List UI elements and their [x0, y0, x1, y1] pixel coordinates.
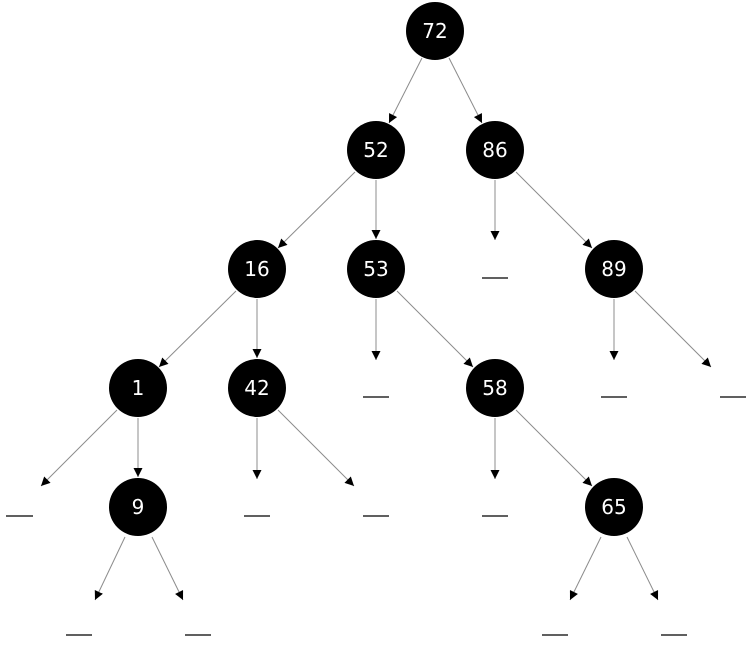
node-label: 89: [601, 257, 626, 281]
edges: [40, 57, 712, 601]
edge-1-null: [40, 409, 118, 487]
tree-node: 1: [109, 359, 167, 417]
tree-node: 53: [347, 240, 405, 298]
edge-9-null-left: [94, 536, 126, 601]
edge-89-null-right: [634, 290, 712, 368]
null-leaves: [6, 277, 746, 636]
node-label: 53: [363, 257, 388, 281]
edge-72-86: [448, 57, 483, 124]
tree-node: 42: [228, 359, 286, 417]
node-label: 16: [244, 257, 269, 281]
node-label: 65: [601, 495, 626, 519]
edge-16-1: [158, 290, 237, 368]
node-label: 58: [482, 376, 507, 400]
node-label: 86: [482, 138, 507, 162]
edge-58-65: [515, 409, 593, 487]
tree-node: 89: [585, 240, 643, 298]
edge-65-null-left: [569, 536, 602, 601]
tree-node: 65: [585, 478, 643, 536]
edge-9-null-right: [151, 536, 184, 601]
edge-53-58: [396, 290, 474, 368]
edge-65-null-right: [626, 536, 659, 601]
tree-node: 52: [347, 121, 405, 179]
tree-node: 58: [466, 359, 524, 417]
tree-node: 86: [466, 121, 524, 179]
node-label: 42: [244, 376, 269, 400]
node-label: 9: [132, 495, 145, 519]
edge-72-52: [388, 57, 423, 124]
edge-86-89: [515, 171, 593, 249]
node-label: 52: [363, 138, 388, 162]
tree-node: 72: [406, 2, 464, 60]
nodes: 72 52 86 16 53 89 1 42: [109, 2, 643, 536]
edge-42-null-right: [277, 409, 355, 487]
node-label: 1: [132, 376, 145, 400]
node-label: 72: [422, 19, 447, 43]
edge-52-16: [277, 171, 356, 249]
tree-node: 16: [228, 240, 286, 298]
tree-node: 9: [109, 478, 167, 536]
